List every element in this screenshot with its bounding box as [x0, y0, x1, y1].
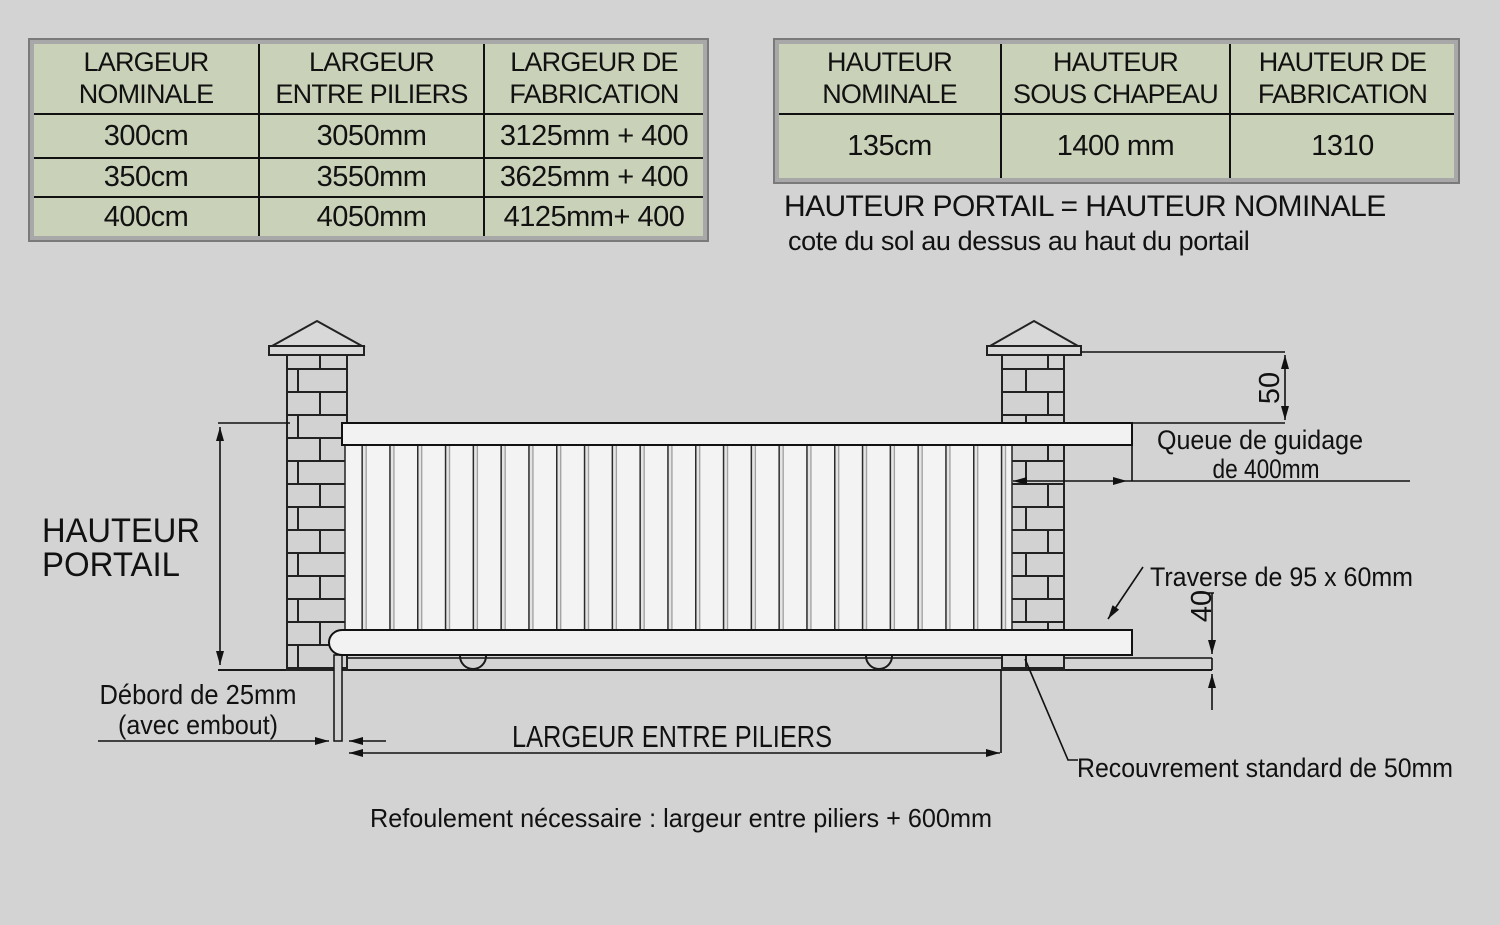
- hauteur-portail-label: PORTAIL: [42, 546, 180, 584]
- height-note-line2: cote du sol au dessus au haut du portail: [788, 226, 1250, 256]
- dim40-label: 40: [1186, 590, 1218, 622]
- gate-bottom-rail: [328, 629, 1133, 656]
- left-pillar-cap: [268, 319, 366, 347]
- table-cell: 1310: [1229, 113, 1454, 178]
- refoulement-note: Refoulement nécessaire : largeur entre p…: [370, 803, 992, 833]
- table-cell: 3550mm: [258, 157, 483, 196]
- gate-wheel: [865, 655, 893, 670]
- table-cell: 3125mm + 400: [483, 113, 703, 157]
- right-pillar-cap-base: [986, 345, 1082, 356]
- recouvrement-leader: [1024, 658, 1078, 761]
- left-pillar: [268, 319, 366, 671]
- table-header-cell: LARGEUR NOMINALE: [78, 46, 214, 109]
- table-header-cell: LARGEUR DE FABRICATION: [483, 44, 703, 113]
- table-cell: 1400 mm: [1000, 113, 1229, 178]
- table-cell: 135cm: [779, 113, 1000, 178]
- height-note: HAUTEUR PORTAIL = HAUTEUR NOMINALE cote …: [784, 190, 1464, 257]
- table-cell: 400cm: [34, 196, 258, 236]
- table-hauteur: HAUTEUR NOMINALE HAUTEUR SOUS CHAPEAU HA…: [773, 38, 1460, 184]
- height-note-line1: HAUTEUR PORTAIL = HAUTEUR NOMINALE: [784, 190, 1386, 223]
- table-header-cell: HAUTEUR NOMINALE: [822, 46, 957, 109]
- dim50-label: 50: [1254, 372, 1286, 404]
- table-cell: 350cm: [34, 157, 258, 196]
- table-cell: 3050mm: [258, 113, 483, 157]
- queue-label: Queue de guidage: [1157, 425, 1363, 455]
- gate-guide-post: [333, 654, 343, 742]
- debord-label: Débord de 25mm: [100, 679, 297, 710]
- traverse-leader: [1107, 566, 1144, 620]
- recouvrement-label: Recouvrement standard de 50mm: [1077, 753, 1453, 783]
- gate-wheel: [459, 655, 487, 670]
- largeur-label: LARGEUR ENTRE PILIERS: [512, 719, 832, 754]
- left-pillar-cap-base: [268, 345, 365, 356]
- table-cell: 4050mm: [258, 196, 483, 236]
- right-pillar-cap: [986, 319, 1082, 347]
- table-header-cell: HAUTEUR DE FABRICATION: [1229, 44, 1454, 113]
- debord-label: (avec embout): [118, 710, 278, 740]
- table-largeur: LARGEUR NOMINALE LARGEUR ENTRE PILIERS L…: [28, 38, 709, 242]
- gate-top-rail: [341, 422, 1133, 446]
- table-cell: 3625mm + 400: [483, 157, 703, 196]
- table-header-cell: LARGEUR ENTRE PILIERS: [258, 44, 483, 113]
- queue-label: de 400mm: [1213, 454, 1320, 484]
- table-cell: 300cm: [34, 113, 258, 157]
- gate-slats: [344, 444, 1013, 631]
- table-cell: 4125mm+ 400: [483, 196, 703, 236]
- table-header-cell: HAUTEUR SOUS CHAPEAU: [1000, 44, 1229, 113]
- hauteur-portail-label: HAUTEUR: [42, 512, 200, 550]
- traverse-label: Traverse de 95 x 60mm: [1150, 562, 1413, 592]
